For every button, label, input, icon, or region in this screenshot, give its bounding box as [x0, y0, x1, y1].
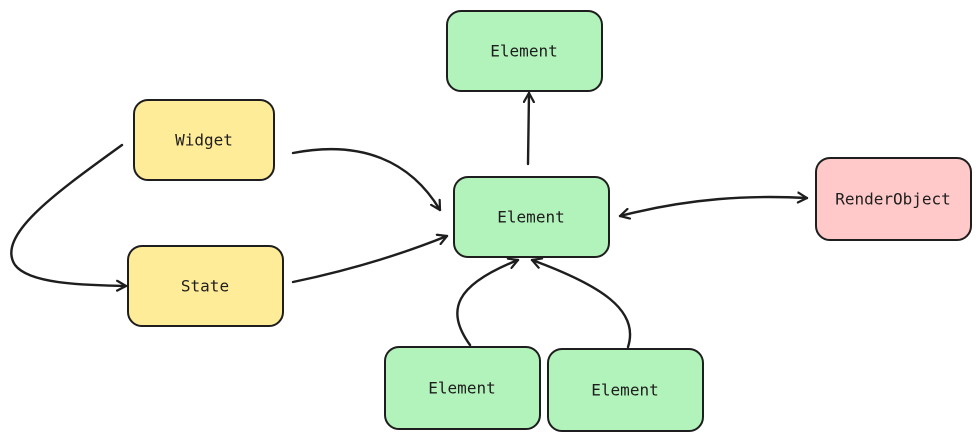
edge-bottom-right-to-element [530, 260, 632, 349]
render-object-label: RenderObject [835, 190, 951, 209]
state-label: State [181, 277, 229, 296]
element-bottom-right-label: Element [591, 381, 658, 400]
element-bottom-right-node[interactable]: Element [547, 348, 704, 432]
element-bottom-left-node[interactable]: Element [384, 346, 541, 430]
widget-node[interactable]: Widget [133, 99, 275, 181]
edge-bottom-left-to-element [456, 260, 520, 347]
render-object-node[interactable]: RenderObject [815, 157, 972, 241]
element-bottom-left-label: Element [428, 379, 495, 398]
element-center-node[interactable]: Element [453, 176, 610, 258]
widget-label: Widget [175, 131, 233, 150]
edge-state-to-element [291, 236, 449, 284]
element-top-node[interactable]: Element [446, 10, 603, 92]
state-node[interactable]: State [127, 245, 284, 327]
edge-element-to-top-element [528, 91, 529, 166]
edge-widget-to-element [291, 147, 442, 212]
element-top-label: Element [490, 42, 557, 61]
element-center-label: Element [497, 208, 564, 227]
edge-element-render-object [618, 197, 809, 216]
edge-widget-to-state [10, 143, 128, 286]
